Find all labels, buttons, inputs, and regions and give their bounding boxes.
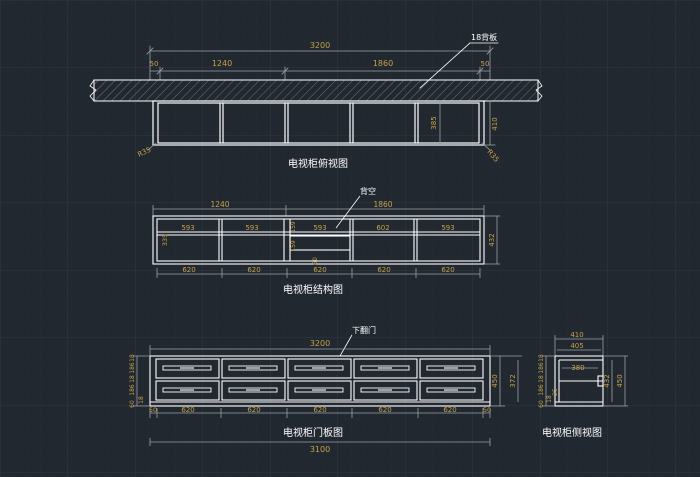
handle-grips: [180, 367, 458, 391]
structure-col-1: 593: [181, 224, 194, 232]
door-left-dim-line: [133, 355, 150, 407]
hollow-leader: [335, 195, 361, 229]
top-sub-left-dim: 1240: [212, 59, 232, 68]
structure-cabinet: [152, 215, 485, 265]
backboard-label: 18背板: [471, 32, 497, 42]
side-right-dim-lines: [603, 355, 628, 407]
door-end-right: 50: [483, 406, 491, 414]
side-right-inner: 432: [603, 374, 611, 387]
structure-view-title: 电视柜结构图: [283, 283, 343, 296]
flip-door-leader: [339, 334, 353, 357]
side-cabinet: [554, 355, 604, 407]
radius-leader-left: [147, 142, 157, 151]
break-line-left: [89, 79, 97, 102]
door-handles: [162, 365, 476, 393]
top-height-inner: 385: [430, 116, 438, 129]
structure-col-2: 593: [245, 224, 258, 232]
structure-left-height: 335: [161, 234, 169, 246]
structure-mid-height-2: 159: [290, 240, 297, 252]
door-left-5: 18: [138, 396, 145, 404]
door-view-title: 电视柜门板图: [283, 426, 343, 439]
side-label-25: 25: [552, 388, 559, 396]
top-cabinet: [152, 100, 485, 146]
side-top-inner: 405: [570, 342, 583, 350]
top-end-right-dim: 50: [481, 60, 490, 68]
side-right-outer: 450: [616, 374, 624, 387]
door-left-2: 186: [129, 362, 136, 374]
top-sub-right-dim: 1860: [373, 59, 393, 68]
hollow-label: 背空: [360, 186, 376, 196]
top-overall-dim: 3200: [310, 41, 330, 50]
door-cabinet: [149, 355, 491, 407]
door-view: 下翻门 3200: [129, 325, 522, 454]
structure-bottom-2: 620: [247, 266, 260, 274]
side-left-5: 18: [546, 395, 553, 403]
structure-right-height: 432: [488, 233, 496, 246]
side-left-2: 186: [538, 362, 545, 374]
radius-leader-right: [481, 142, 491, 151]
side-view-title: 电视柜侧视图: [542, 426, 602, 439]
door-end-left: 50: [149, 406, 157, 414]
structure-mid-bottom: 60: [312, 257, 319, 265]
door-bottom-2: 620: [247, 406, 260, 414]
side-left-1: 18: [538, 354, 545, 362]
top-height-dims: [439, 100, 496, 146]
door-overall-bottom: 3100: [310, 445, 330, 454]
structure-top-left: 1240: [210, 200, 229, 209]
structure-bottom-4: 620: [377, 266, 390, 274]
top-view-title: 电视柜俯视图: [288, 157, 348, 170]
side-left-3: 18: [538, 375, 545, 383]
structure-col-4: 602: [376, 224, 389, 232]
side-mid-width: 380: [571, 364, 584, 372]
wall-hatch: [93, 79, 539, 102]
door-overall-top: 3200: [310, 339, 330, 348]
door-top-dim-line: [149, 345, 491, 356]
structure-top-right: 1860: [373, 200, 392, 209]
structure-right-dim-line: [484, 215, 500, 265]
door-bottom-1: 620: [181, 406, 194, 414]
door-left-4: 186: [129, 384, 136, 396]
door-left-bottom: 60: [129, 400, 136, 408]
door-right-dim-line: [490, 355, 522, 407]
top-overall-dim-line: [146, 45, 494, 81]
structure-col-5: 593: [441, 224, 454, 232]
side-left-bottom: 60: [538, 400, 545, 408]
side-top-outer: 410: [570, 331, 583, 339]
structure-bottom-3: 620: [313, 266, 326, 274]
door-right-outer: 450: [491, 374, 499, 387]
door-bottom-3: 620: [313, 406, 326, 414]
door-bottom-5: 620: [443, 406, 456, 414]
structure-bottom-1: 620: [182, 266, 195, 274]
structure-bottom-5: 620: [441, 266, 454, 274]
door-bottom-4: 620: [378, 406, 391, 414]
structure-top-dim-line: [152, 205, 485, 216]
flip-door-label: 下翻门: [352, 325, 376, 335]
side-view: 410 405 380 18 186 18 186 18 60 25: [538, 331, 628, 439]
structure-col-3: 593: [313, 224, 326, 232]
top-view: 3200 50 1240 1860 50 18背板: [89, 32, 543, 170]
door-bottom-dim-line: [149, 408, 491, 446]
top-height-outer: 410: [491, 117, 499, 130]
door-right-inner: 372: [509, 374, 517, 387]
side-left-dim-line: [542, 355, 555, 407]
structure-mid-height-1: 159: [290, 221, 297, 233]
door-left-3: 18: [129, 375, 136, 383]
break-line-right: [535, 79, 543, 102]
door-left-1: 18: [129, 354, 136, 362]
side-left-4: 186: [538, 384, 545, 396]
structure-view: 1240 1860 背空 593 593 593 602 593 335 159…: [152, 186, 500, 296]
side-top-dim-lines: [554, 335, 604, 356]
structure-bottom-dim-line: [156, 268, 481, 278]
top-end-left-dim: 50: [150, 60, 159, 68]
